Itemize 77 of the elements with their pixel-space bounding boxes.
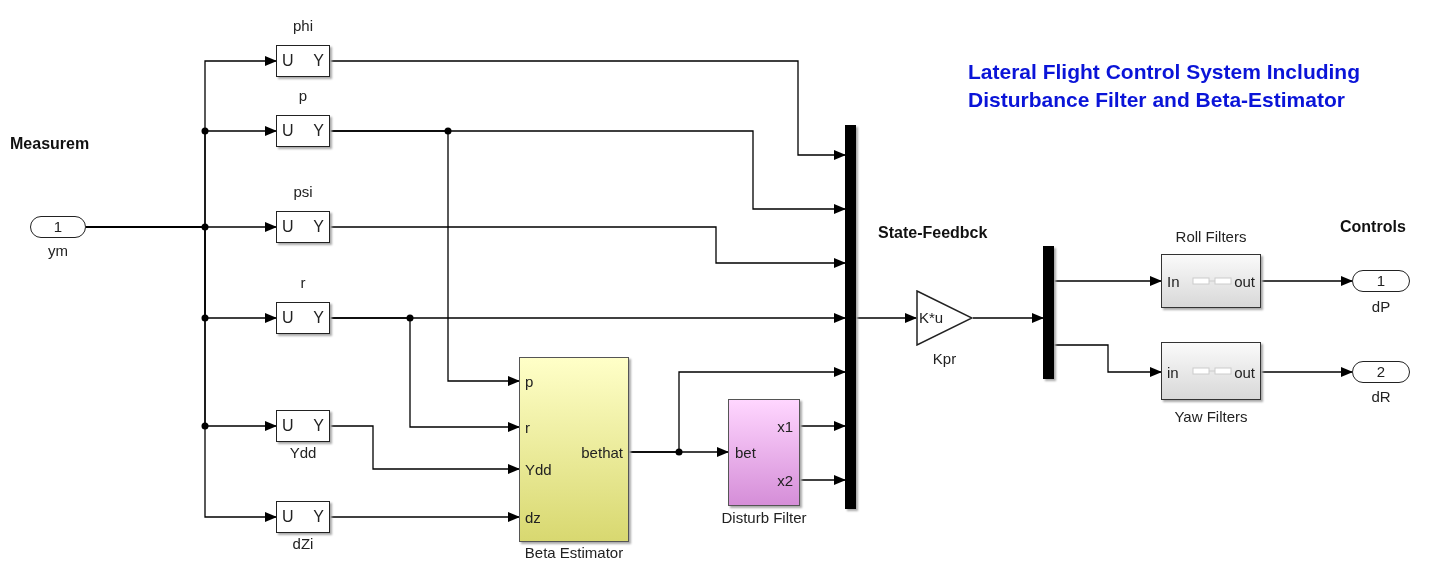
mux-bar <box>845 125 856 509</box>
block-name: Disturb Filter <box>720 509 808 527</box>
mux-bar <box>1043 246 1054 379</box>
port-label: Ydd <box>525 461 552 479</box>
port-label: in <box>1167 364 1179 382</box>
block-name: phi <box>292 17 314 35</box>
signal-line <box>628 447 729 457</box>
block-name: r <box>299 274 307 292</box>
block-name: Yaw Filters <box>1173 408 1249 426</box>
block-text: Y <box>313 508 324 526</box>
signal-line <box>329 317 520 432</box>
port-label: bethat <box>581 444 623 462</box>
block-name: p <box>297 87 309 105</box>
port-label: x2 <box>777 472 793 490</box>
signal-line <box>799 421 846 431</box>
signal-line <box>972 313 1044 323</box>
block-name: dZi <box>291 535 315 553</box>
port-block <box>1352 270 1410 292</box>
port-label: r <box>525 419 530 437</box>
signal-line <box>329 512 520 522</box>
block-text: U <box>282 52 294 70</box>
signal-line <box>1053 344 1162 377</box>
port-label: In <box>1167 273 1180 291</box>
block-text: U <box>282 508 294 526</box>
signal-line <box>329 425 520 474</box>
block-text: U <box>282 417 294 435</box>
block-name: dP <box>1370 298 1392 316</box>
block-name: ym <box>47 242 69 260</box>
block-text: U <box>282 309 294 327</box>
signal-line <box>799 475 846 485</box>
port-block <box>1352 361 1410 383</box>
block-name: dR <box>1370 388 1392 406</box>
port-block <box>30 216 86 238</box>
block-text: 1 <box>52 218 64 236</box>
port-label: out <box>1234 364 1255 382</box>
filter-block <box>1161 254 1261 308</box>
function-block <box>276 115 330 147</box>
diagram-title: Lateral Flight Control System Including Disturbance Filter and Beta-Estimator <box>968 59 1362 113</box>
annotation-label: Controls <box>1340 218 1406 236</box>
port-label: dz <box>525 509 541 527</box>
port-label: x1 <box>777 418 793 436</box>
block-text: K*u <box>919 309 944 327</box>
block-text: Y <box>313 309 324 327</box>
function-block <box>276 501 330 533</box>
block-text: 1 <box>1375 272 1387 290</box>
block-name: Roll Filters <box>1174 228 1248 246</box>
annotation-label: Measurem <box>10 135 90 153</box>
function-block <box>276 410 330 442</box>
signal-line <box>329 226 846 268</box>
gain-block <box>916 290 973 346</box>
block-name: psi <box>292 183 314 201</box>
signal-line <box>1260 367 1353 377</box>
block-text: U <box>282 122 294 140</box>
block-name: Beta Estimator <box>523 544 625 562</box>
port-label: bet <box>735 444 756 462</box>
block-text: Y <box>313 52 324 70</box>
subsystem-block <box>728 399 800 506</box>
block-name: Ydd <box>288 444 318 462</box>
block-text: Y <box>313 218 324 236</box>
block-text: U <box>282 218 294 236</box>
signal-line <box>1053 276 1162 286</box>
block-name: Kpr <box>931 350 958 368</box>
function-block <box>276 211 330 243</box>
function-block <box>276 302 330 334</box>
block-text: Y <box>313 417 324 435</box>
block-text: Y <box>313 122 324 140</box>
annotation-label: State-Feedbck <box>878 224 988 242</box>
subsystem-block <box>519 357 629 542</box>
function-block <box>276 45 330 77</box>
port-label: p <box>525 373 534 391</box>
signal-line <box>1260 276 1353 286</box>
port-label: out <box>1234 273 1255 291</box>
block-text: 2 <box>1375 363 1387 381</box>
signal-line <box>855 313 917 323</box>
signal-line <box>329 130 520 386</box>
filter-block <box>1161 342 1261 400</box>
signal-line <box>329 60 846 160</box>
